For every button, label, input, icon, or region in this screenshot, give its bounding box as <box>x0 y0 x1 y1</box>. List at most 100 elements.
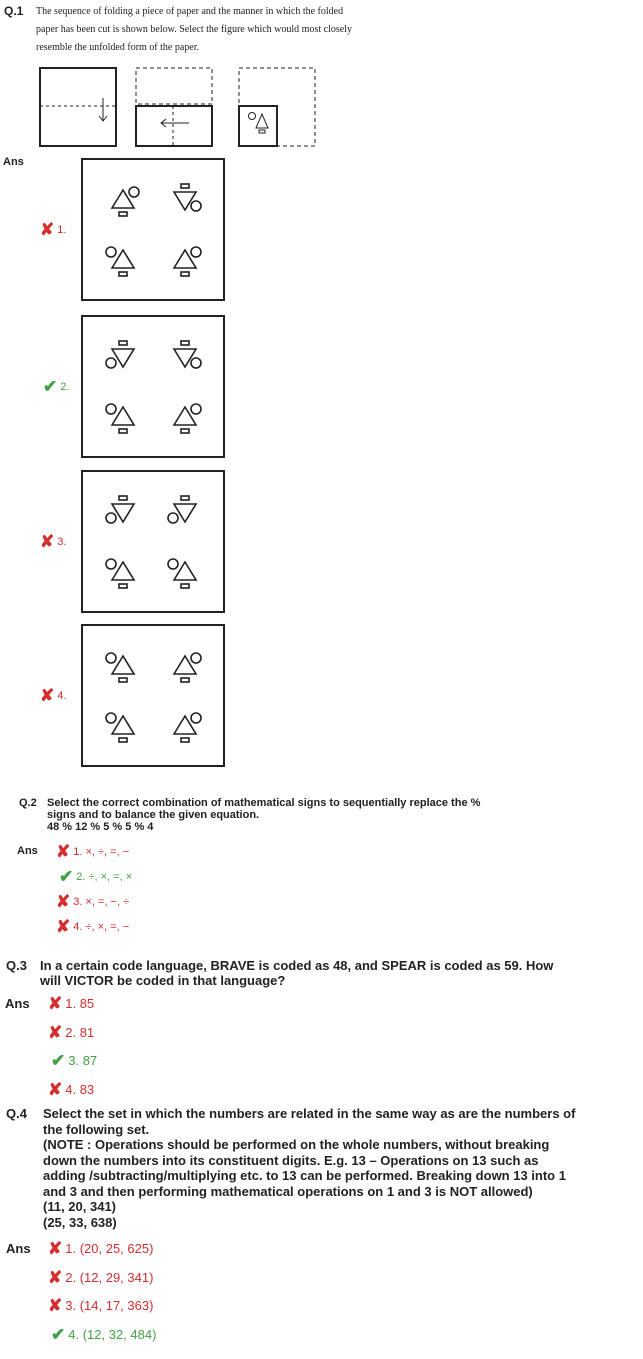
folding-sequence-figure <box>39 67 316 147</box>
answer-option-text: 2. (12, 29, 341) <box>65 1269 154 1285</box>
question-line: down the numbers into its constituent di… <box>43 1152 539 1168</box>
figure-svg <box>105 495 198 589</box>
wrong-cross-icon: ✘ <box>56 917 71 936</box>
answer-option-text: 1. 85 <box>65 996 95 1011</box>
wrong-cross-icon: ✘ <box>40 532 55 551</box>
cutout-glyph-up-left <box>105 558 136 589</box>
question-line: paper has been cut is shown below. Selec… <box>36 24 352 35</box>
figure-svg <box>105 183 202 277</box>
answer-option-text: 4. (12, 32, 484) <box>68 1326 157 1342</box>
answer-option[interactable]: ✘2. 81 <box>48 1024 94 1041</box>
question-text: The sequence of folding a piece of paper… <box>36 3 352 57</box>
cutout-glyph-down-left <box>167 495 198 524</box>
wrong-cross-icon: ✘ <box>48 1296 63 1315</box>
wrong-cross-icon: ✘ <box>40 220 55 239</box>
cutout-glyph-up-right <box>172 246 202 277</box>
answer-option[interactable]: ✘1. ×, ÷, =, − <box>56 843 129 860</box>
question-line: 48 % 12 % 5 % 5 % 4 <box>47 821 154 833</box>
question-text: Select the set in which the numbers are … <box>43 1106 575 1230</box>
answer-option-label[interactable]: ✘1. <box>40 221 66 238</box>
cutout-glyph-down-left <box>105 340 136 369</box>
answer-option[interactable]: ✔4. (12, 32, 484) <box>51 1326 156 1343</box>
option-number: 3. <box>57 535 67 548</box>
correct-check-icon: ✔ <box>51 1051 66 1070</box>
cutout-glyph-up-right <box>172 403 202 434</box>
figure-svg <box>105 340 202 434</box>
wrong-cross-icon: ✘ <box>48 1079 63 1099</box>
wrong-cross-icon: ✘ <box>48 1239 63 1258</box>
question-line: (NOTE : Operations should be performed o… <box>43 1137 550 1152</box>
question-number: Q.3 <box>6 958 27 973</box>
cutout-glyph-up-left <box>105 403 136 434</box>
question-line: (11, 20, 341) <box>43 1199 116 1214</box>
answer-figure-option[interactable] <box>81 315 225 458</box>
option-number: 4. <box>57 689 67 702</box>
cutout-glyph-up-left <box>167 558 198 589</box>
question-line: Select the correct combination of mathem… <box>47 797 481 809</box>
cutout-glyph-up-right <box>172 712 202 743</box>
answer-option-label[interactable]: ✔2. <box>43 378 69 395</box>
answer-option-text: 3. (14, 17, 363) <box>65 1298 154 1313</box>
answer-option[interactable]: ✘3. ×, =, −, ÷ <box>56 893 129 910</box>
question-line: signs and to balance the given equation. <box>47 809 260 821</box>
question-line: and 3 and then performing mathematical o… <box>43 1183 533 1199</box>
question-number: Q.2 <box>19 797 37 809</box>
answer-option[interactable]: ✘1. (20, 25, 625) <box>48 1240 153 1257</box>
answer-option[interactable]: ✘1. 85 <box>48 995 94 1012</box>
wrong-cross-icon: ✘ <box>48 1267 63 1287</box>
wrong-cross-icon: ✘ <box>48 994 63 1013</box>
question-line: resemble the unfolded form of the paper. <box>36 42 199 53</box>
question-number: Q.4 <box>6 1106 27 1121</box>
ans-label: Ans <box>6 1241 31 1256</box>
answer-option-label[interactable]: ✘4. <box>40 687 66 704</box>
cutout-glyph-down-right <box>172 183 202 212</box>
cutout-glyph-up-left <box>105 712 136 743</box>
option-number: 2. <box>60 380 70 393</box>
correct-check-icon: ✔ <box>43 377 58 396</box>
wrong-cross-icon: ✘ <box>40 686 55 705</box>
wrong-cross-icon: ✘ <box>56 892 71 911</box>
answer-option-text: 4. ÷, ×, =, − <box>73 920 130 933</box>
ans-label: Ans <box>17 845 38 857</box>
wrong-cross-icon: ✘ <box>48 1022 63 1042</box>
answer-option[interactable]: ✔2. ÷, ×, =, × <box>59 868 132 885</box>
answer-option-text: 2. ÷, ×, =, × <box>76 870 133 883</box>
wrong-cross-icon: ✘ <box>56 842 71 861</box>
answer-option-text: 2. 81 <box>65 1024 95 1040</box>
question-line: adding /subtracting/multiplying etc. to … <box>43 1168 566 1183</box>
answer-option-text: 1. (20, 25, 625) <box>65 1241 154 1256</box>
answer-option[interactable]: ✘4. ÷, ×, =, − <box>56 918 129 935</box>
question-line: the following set. <box>43 1121 150 1137</box>
answer-option[interactable]: ✘4. 83 <box>48 1081 94 1098</box>
correct-check-icon: ✔ <box>51 1324 66 1344</box>
option-number: 1. <box>57 223 67 236</box>
answer-option-text: 1. ×, ÷, =, − <box>73 845 130 858</box>
answer-option-text: 3. 87 <box>68 1053 98 1068</box>
question-line: In a certain code language, BRAVE is cod… <box>40 958 554 973</box>
question-number: Q.1 <box>4 4 24 18</box>
figure-svg <box>105 652 202 743</box>
answer-figure-option[interactable] <box>81 470 225 613</box>
answer-option-text: 4. 83 <box>65 1081 95 1097</box>
answer-option-label[interactable]: ✘3. <box>40 533 66 550</box>
cutout-glyph-down-right <box>172 340 202 369</box>
answer-option[interactable]: ✘2. (12, 29, 341) <box>48 1269 153 1286</box>
cutout-glyph-up-left <box>105 652 136 683</box>
cutout-glyph-up-right <box>172 652 202 683</box>
cutout-glyph-down-left <box>105 495 136 524</box>
answer-option-text: 3. ×, =, −, ÷ <box>73 895 130 908</box>
ans-label: Ans <box>3 156 24 168</box>
answer-option[interactable]: ✔3. 87 <box>51 1052 97 1069</box>
cutout-glyph-up-left <box>105 246 136 277</box>
question-line: The sequence of folding a piece of paper… <box>36 6 344 17</box>
answer-option[interactable]: ✘3. (14, 17, 363) <box>48 1297 153 1314</box>
answer-figure-option[interactable] <box>81 624 225 767</box>
answer-figure-option[interactable] <box>81 158 225 301</box>
question-line: (25, 33, 638) <box>43 1214 117 1230</box>
question-text: Select the correct combination of mathem… <box>47 797 480 833</box>
correct-check-icon: ✔ <box>59 867 74 886</box>
question-text: In a certain code language, BRAVE is cod… <box>40 958 553 988</box>
cutout-glyph-up-right <box>110 186 140 217</box>
ans-label: Ans <box>5 996 30 1011</box>
question-line: Select the set in which the numbers are … <box>43 1106 576 1121</box>
